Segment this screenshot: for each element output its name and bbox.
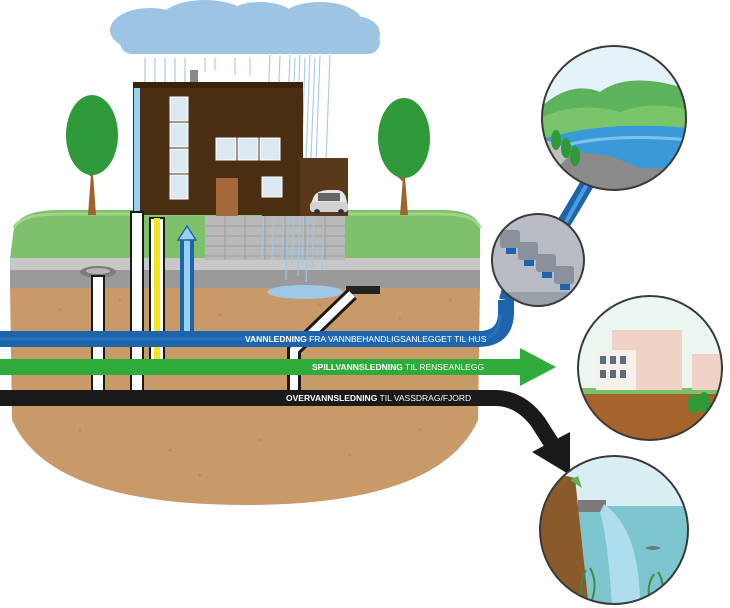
gutter-downpipe xyxy=(130,211,144,404)
cloud-icon xyxy=(110,0,380,54)
storm-pipe xyxy=(0,390,570,475)
fjord-icon xyxy=(539,455,689,605)
sewer-label: SPILLVANNSLEDNING TIL RENSEANLEGG xyxy=(312,362,484,372)
sewage-downpipe xyxy=(149,217,165,375)
street-drain xyxy=(267,285,380,404)
house-icon xyxy=(133,70,348,216)
tree-icon xyxy=(378,98,430,215)
storm-label: OVERVANNSLEDNING TIL VASSDRAG/FJORD xyxy=(286,393,471,403)
pump-station-icon xyxy=(491,213,585,307)
water-main-label: VANNLEDNING FRA VANNBEHANDLIGSANLEGGET T… xyxy=(245,334,487,344)
water-inlet-pipe xyxy=(176,224,198,338)
reservoir-icon xyxy=(541,45,687,191)
car-icon xyxy=(310,190,348,215)
driveway xyxy=(205,216,345,260)
tree-icon xyxy=(66,95,118,215)
treatment-plant-icon xyxy=(577,295,723,441)
sewer-pipe xyxy=(0,348,556,386)
